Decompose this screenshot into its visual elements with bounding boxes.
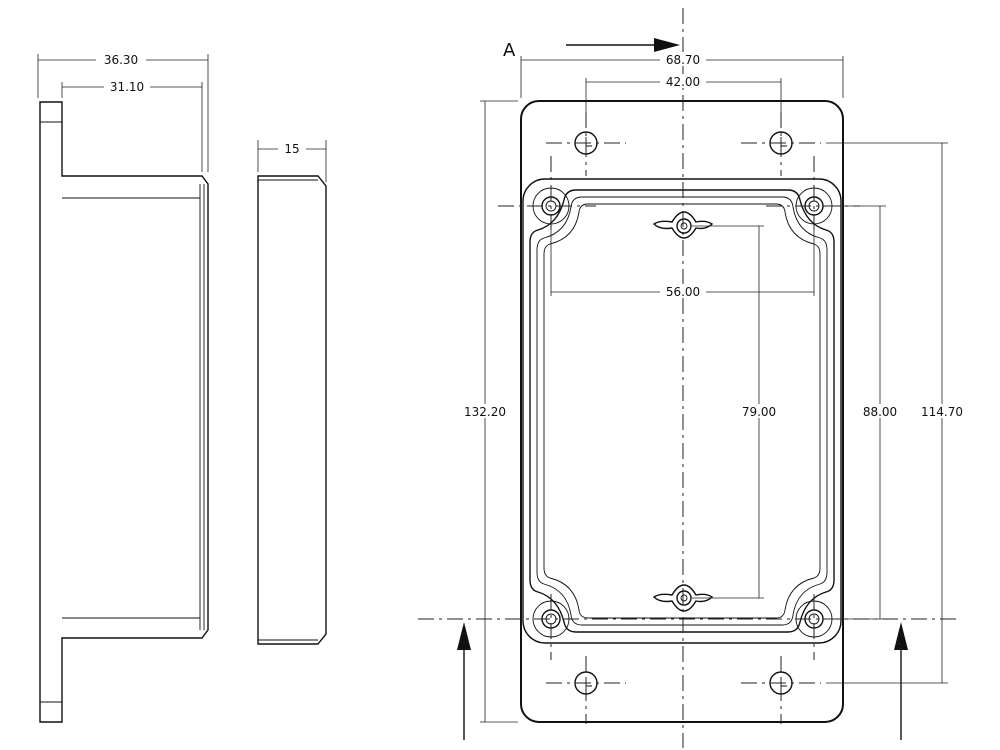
section-indicator: A [457, 38, 908, 740]
dim-lid-thickness: 15 [284, 142, 299, 156]
side-dimensions: 36.30 31.10 [37, 52, 209, 172]
dim-overall-height: 132.20 [464, 405, 506, 419]
dim-inner-hole-spacing-height: 88.00 [863, 405, 897, 419]
dim-inner-hole-spacing-width: 56.00 [666, 285, 700, 299]
dim-side-overall: 36.30 [104, 53, 138, 67]
lid-view [257, 175, 327, 645]
lid-dimensions: 15 [257, 140, 327, 182]
dim-mount-hole-spacing-height: 114.70 [921, 405, 963, 419]
centerlines [418, 8, 958, 748]
dim-overall-width: 68.70 [666, 53, 700, 67]
section-label-a: A [503, 40, 516, 61]
side-view [39, 101, 209, 723]
front-view [520, 100, 844, 723]
dim-side-body: 31.10 [110, 80, 144, 94]
dim-center-hole-spacing: 79.00 [742, 405, 776, 419]
front-dimensions: 68.70 42.00 56.00 79.00 88.00 114.70 [460, 52, 966, 723]
dim-top-hole-spacing: 42.00 [666, 75, 700, 89]
